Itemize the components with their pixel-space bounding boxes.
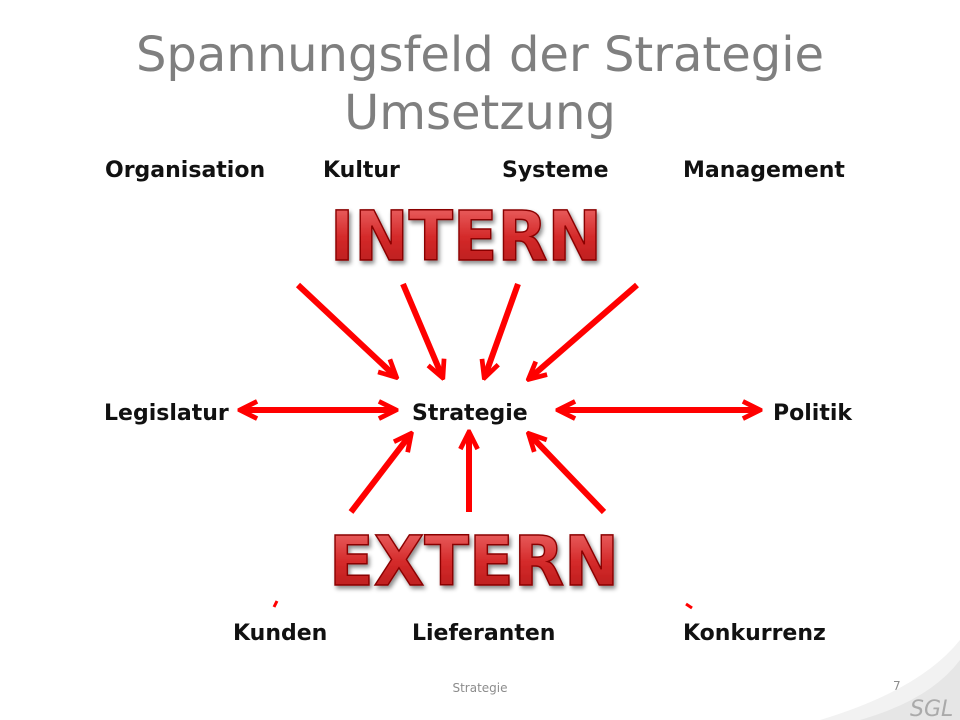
label-lieferanten: Lieferanten <box>412 621 556 646</box>
label-legislatur: Legislatur <box>104 401 229 426</box>
arrow-management-to-strategie <box>530 282 639 378</box>
arrow-kunden-to-strategie <box>348 435 410 514</box>
extern-word: EXTERN <box>329 522 619 602</box>
label-strategie: Strategie <box>412 401 528 426</box>
arrow-stub-right <box>685 602 693 610</box>
label-organisation: Organisation <box>105 158 266 183</box>
title-line-1: Spannungsfeld der Strategie <box>135 27 825 83</box>
arrow-systeme-to-strategie <box>485 282 521 376</box>
label-kultur: Kultur <box>323 158 400 183</box>
label-politik: Politik <box>773 401 853 426</box>
arrow-kultur-to-strategie <box>400 282 442 376</box>
sgl-logo: SGL <box>820 640 960 720</box>
arrow-organisation-to-strategie <box>295 282 395 376</box>
arrow-konkurrenz-to-strategie <box>530 435 607 515</box>
label-systeme: Systeme <box>502 158 609 183</box>
label-management: Management <box>683 158 845 183</box>
logo-text: SGL <box>910 697 953 720</box>
intern-word: INTERN <box>330 197 602 277</box>
title-line-2: Umsetzung <box>344 85 616 141</box>
slide-title: Spannungsfeld der Strategie Umsetzung <box>0 26 960 142</box>
label-kunden: Kunden <box>233 621 328 646</box>
footer-text: Strategie <box>452 681 508 695</box>
label-konkurrenz: Konkurrenz <box>683 621 826 646</box>
page-number: 7 <box>893 679 901 693</box>
arrow-stub-left <box>272 600 279 608</box>
